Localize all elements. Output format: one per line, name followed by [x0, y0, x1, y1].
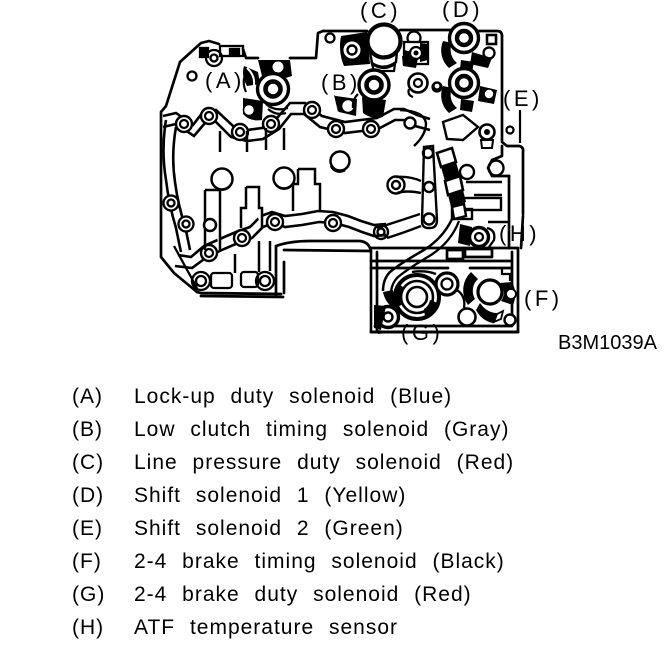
svg-text:B3M1039A: B3M1039A: [558, 332, 658, 354]
svg-text:(D): (D): [442, 0, 483, 22]
svg-text:Line pressure duty solenoid (R: Line pressure duty solenoid (Red): [134, 451, 514, 474]
svg-text:(G): (G): [401, 320, 443, 345]
svg-text:(B): (B): [72, 418, 103, 441]
svg-text:(G): (G): [72, 583, 105, 606]
svg-text:(A): (A): [72, 385, 103, 408]
svg-text:(B): (B): [321, 70, 361, 95]
svg-text:Shift solenoid 2 (Green): Shift solenoid 2 (Green): [134, 517, 404, 540]
svg-text:2-4 brake timing solenoid (Bla: 2-4 brake timing solenoid (Black): [134, 550, 505, 573]
svg-text:(H): (H): [499, 221, 540, 246]
svg-text:(F): (F): [524, 286, 563, 311]
svg-text:(H): (H): [72, 616, 104, 639]
svg-text:(D): (D): [72, 484, 104, 507]
svg-text:(F): (F): [72, 550, 102, 573]
svg-text:Low clutch timing solenoid (Gr: Low clutch timing solenoid (Gray): [134, 418, 509, 441]
svg-text:Lock-up duty solenoid (Blue): Lock-up duty solenoid (Blue): [134, 385, 452, 408]
svg-text:(E): (E): [72, 517, 103, 540]
svg-text:(A): (A): [205, 68, 245, 93]
svg-text:(C): (C): [360, 0, 401, 23]
svg-text:Shift solenoid 1 (Yellow): Shift solenoid 1 (Yellow): [134, 484, 406, 507]
svg-text:(E): (E): [503, 86, 543, 111]
svg-text:ATF temperature sensor: ATF temperature sensor: [134, 616, 398, 639]
svg-text:2-4 brake duty solenoid (Red): 2-4 brake duty solenoid (Red): [134, 583, 472, 606]
svg-text:(C): (C): [72, 451, 104, 474]
